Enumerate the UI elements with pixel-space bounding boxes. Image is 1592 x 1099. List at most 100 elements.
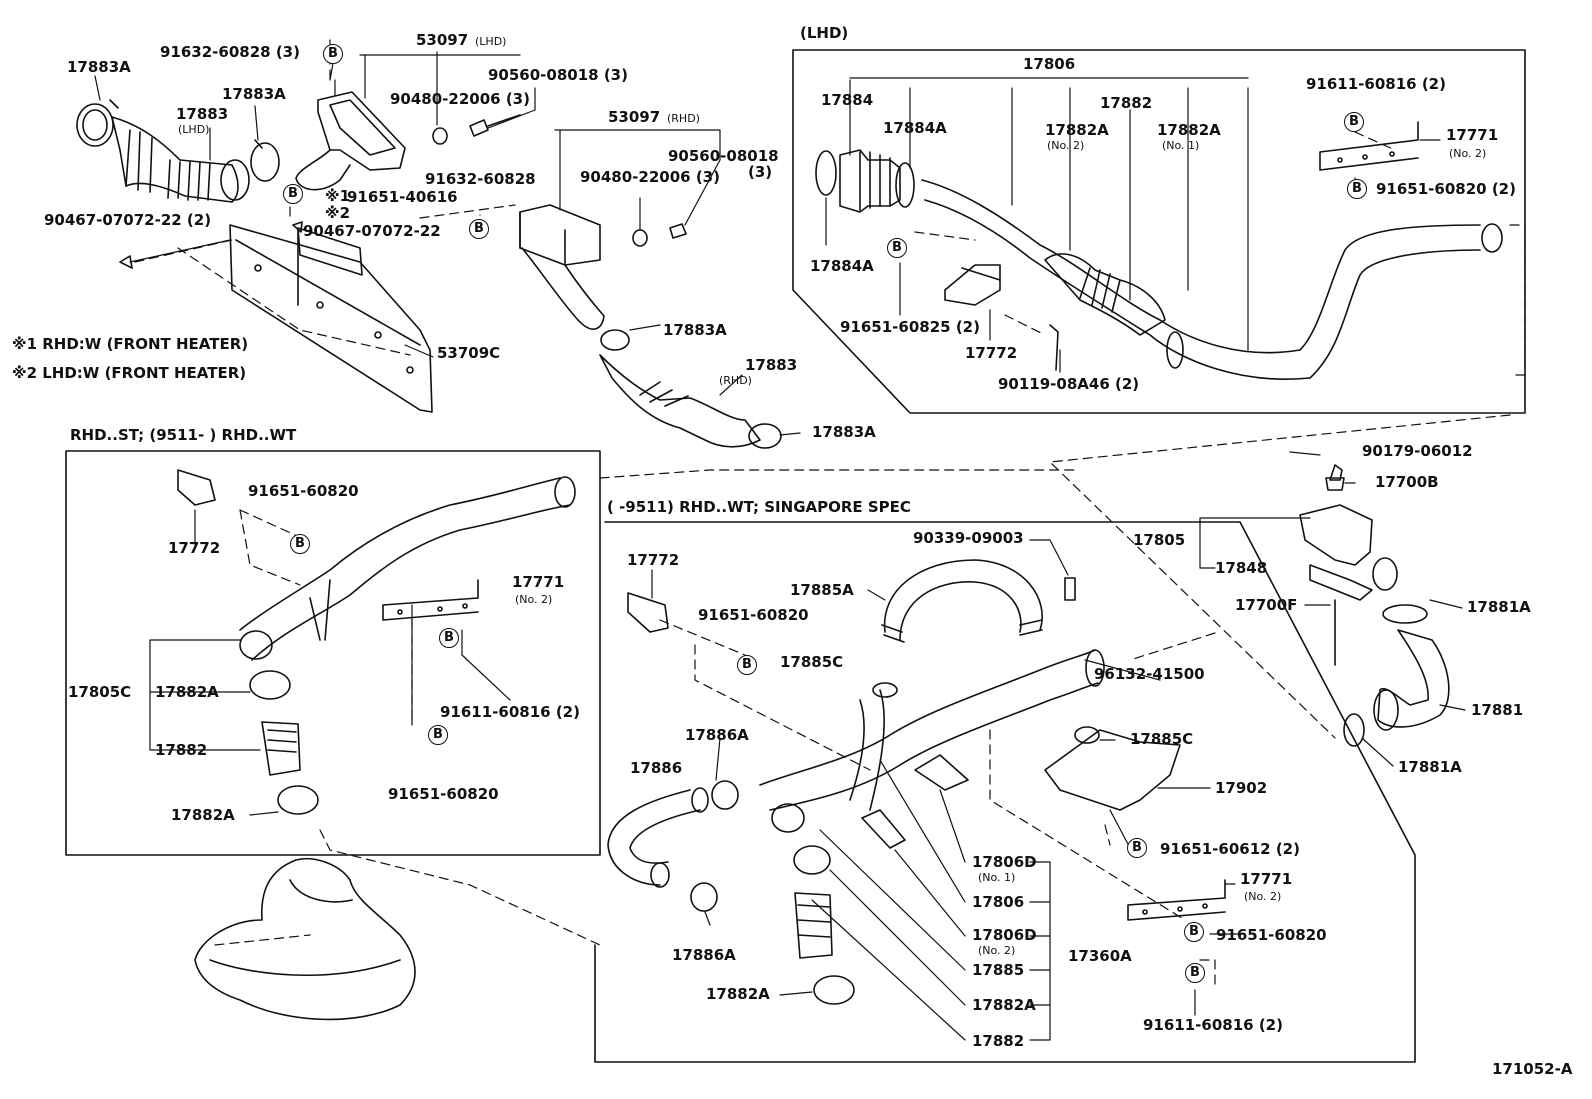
part-label-sub: (RHD) [719, 374, 752, 387]
part-label: 91651-60612 (2) [1160, 840, 1300, 858]
b-marker: B [290, 534, 310, 554]
part-label: 53097 [608, 108, 661, 126]
part-label-sub: (No. 2) [978, 944, 1016, 957]
part-label: 90119-08A46 (2) [998, 375, 1140, 393]
part-label: 17805 [1133, 531, 1186, 549]
hose-17885a [881, 559, 1076, 643]
part-label: 91651-60820 [388, 785, 499, 803]
hose-17886 [607, 780, 739, 912]
rhd-st-section-frame [65, 450, 601, 856]
part-label: 90560-08018 [668, 147, 779, 165]
part-label: 91611-60816 (2) [440, 703, 580, 721]
air-cleaner-body [194, 857, 416, 1021]
part-label: 91651-60825 (2) [840, 318, 980, 336]
part-label: 17700B [1375, 473, 1439, 491]
part-label: 17885 [972, 961, 1025, 979]
part-label: 91651-60820 [248, 482, 359, 500]
part-label: 17883A [67, 58, 131, 76]
bolt-90119 [1049, 324, 1059, 371]
part-label-sub: (No. 1) [978, 871, 1016, 884]
b-marker: B [1184, 922, 1204, 942]
part-label-sub: (No. 1) [1162, 139, 1200, 152]
bracket-17772-sg [627, 592, 669, 633]
part-label: 90467-07072-22 [303, 222, 441, 240]
part-label: 17883A [663, 321, 727, 339]
part-label: 91651-40616 [347, 188, 458, 206]
lhd-section-frame [792, 49, 1526, 414]
part-label-sub: (No. 2) [1244, 890, 1282, 903]
leader-lines [94, 51, 1466, 1041]
bracket-17771-sg [1127, 879, 1226, 921]
assembly-dashed-lines [134, 39, 1526, 986]
b-marker: B [1185, 963, 1205, 983]
part-label: 17882A [155, 683, 219, 701]
part-label: 17771 [1240, 870, 1293, 888]
part-label: 17882 [1100, 94, 1153, 112]
part-label: 17881A [1467, 598, 1531, 616]
part-label: 17882 [972, 1032, 1025, 1050]
b-marker: B [469, 219, 489, 239]
guard-plate-53709c [229, 224, 433, 413]
part-label: 17806 [1023, 55, 1076, 73]
part-label-sub: (LHD) [178, 123, 210, 136]
bracket-17772-lhd [944, 264, 1001, 306]
part-label: 17883 [176, 105, 229, 123]
pipe-17806-lhd [815, 149, 1503, 380]
section-title-lhd: (LHD) [800, 24, 849, 42]
figure-id: 171052-A [1492, 1060, 1573, 1078]
b-marker: B [1347, 179, 1367, 199]
duct-53097-lhd [295, 91, 521, 191]
connector-17805 [1299, 464, 1398, 601]
part-label: 17806D [972, 926, 1037, 944]
part-label: 91632-60828 (3) [160, 43, 300, 61]
part-label: 90339-09003 [913, 529, 1024, 547]
hose-17883-lhd [76, 99, 280, 203]
part-label: 17884 [821, 91, 874, 109]
part-label: 91611-60816 (2) [1306, 75, 1446, 93]
b-marker: B [323, 44, 343, 64]
part-label: 17771 [1446, 126, 1499, 144]
part-label: 96132-41500 [1094, 665, 1205, 683]
b-marker: B [1344, 112, 1364, 132]
clamps-17882a-rhd [249, 670, 319, 815]
part-label: 17885C [1130, 730, 1194, 748]
part-label: 91611-60816 (2) [1143, 1016, 1283, 1034]
part-label: 90179-06012 [1362, 442, 1473, 460]
bracket-17771-lhd [1319, 121, 1419, 171]
part-label-sub: (No. 2) [1047, 139, 1085, 152]
part-label: 17881 [1471, 701, 1524, 719]
part-label: 17886 [630, 759, 683, 777]
part-label-sub: (No. 2) [1449, 147, 1487, 160]
pipe-17805c [239, 476, 576, 661]
parts-17806d [861, 754, 969, 849]
singapore-section-frame [594, 521, 1416, 1063]
pipe-17806-sg [759, 649, 1105, 811]
b-marker: B [887, 238, 907, 258]
part-label: 17806D [972, 853, 1037, 871]
part-label: 17882A [1157, 121, 1221, 139]
part-label: 17882A [1045, 121, 1109, 139]
part-label: 17886A [672, 946, 736, 964]
marker-1: ※1 [325, 187, 351, 205]
part-label: 17882A [706, 985, 770, 1003]
part-label: 17771 [512, 573, 565, 591]
part-label: 17886A [685, 726, 749, 744]
part-label: 90560-08018 (3) [488, 66, 628, 84]
part-label: 91651-60820 [1216, 926, 1327, 944]
part-label-sub: (LHD) [475, 35, 507, 48]
part-label: 17806 [972, 893, 1025, 911]
part-label-sub: (No. 2) [515, 593, 553, 606]
b-marker: B [283, 184, 303, 204]
part-label: 17884A [810, 257, 874, 275]
part-label: 90480-22006 (3) [390, 90, 530, 108]
part-label: 17360A [1068, 947, 1132, 965]
part-label: 17883A [222, 85, 286, 103]
section-title-singapore: ( -9511) RHD..WT; SINGAPORE SPEC [607, 498, 911, 516]
part-label-sub: (RHD) [667, 112, 700, 125]
part-label: 90467-07072-22 (2) [44, 211, 212, 229]
clamps-17882-sg [771, 803, 855, 1005]
part-label: 17772 [965, 344, 1018, 362]
duct-53097-rhd [519, 204, 687, 330]
